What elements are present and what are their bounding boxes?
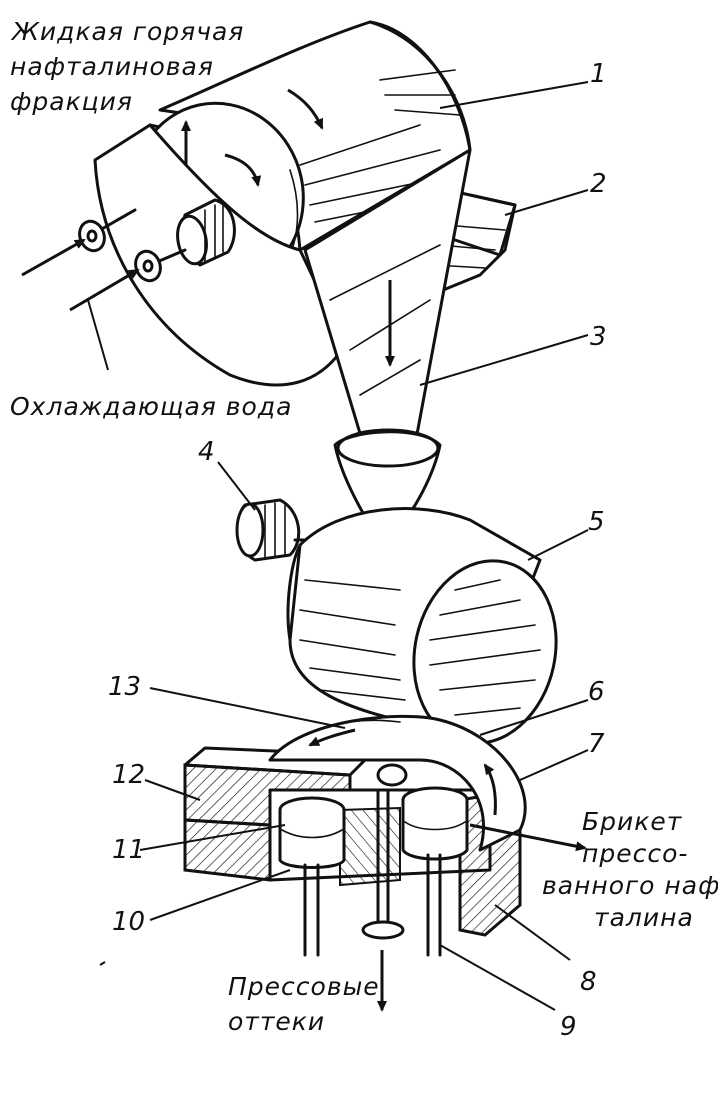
callout-2: 2 <box>590 169 607 199</box>
feed-chute <box>303 148 472 527</box>
callout-10: 10 <box>112 907 145 937</box>
callout-4: 4 <box>198 437 215 467</box>
caption-briquette-line-2: прессо- <box>582 839 688 868</box>
callout-9: 9 <box>560 1012 577 1042</box>
motor <box>217 461 320 562</box>
caption-inlet-line-3: фракция <box>10 87 133 116</box>
callout-8: 8 <box>580 967 597 997</box>
caption-briquette-line-4: талина <box>594 903 694 932</box>
caption-inlet: Жидкая горячая нафталиновая фракция <box>10 17 244 116</box>
press-drum <box>286 507 558 745</box>
callout-3: 3 <box>590 322 607 352</box>
leader-lines <box>99 81 589 1011</box>
callout-1: 1 <box>590 59 607 89</box>
callout-6: 6 <box>588 677 605 707</box>
caption-inlet-line-1: Жидкая горячая <box>10 17 244 46</box>
caption-press-drain-line-1: Прессовые <box>228 972 380 1001</box>
callout-12: 12 <box>112 760 145 790</box>
callout-11: 11 <box>112 835 145 865</box>
callout-5: 5 <box>588 507 605 537</box>
caption-cooling-water: Охлаждающая вода <box>10 392 292 421</box>
callout-7: 7 <box>588 729 605 759</box>
callout-13: 13 <box>108 672 141 702</box>
caption-briquette-line-3: ванного наф <box>542 871 718 900</box>
caption-inlet-line-2: нафталиновая <box>10 52 214 81</box>
press-block <box>183 714 587 1012</box>
caption-briquette-line-1: Брикет <box>582 807 683 836</box>
caption-briquette: Брикет прессо- ванного наф талина <box>542 807 718 932</box>
caption-press-drain-line-2: оттеки <box>228 1007 325 1036</box>
caption-press-drain: Прессовые оттеки <box>228 972 380 1036</box>
